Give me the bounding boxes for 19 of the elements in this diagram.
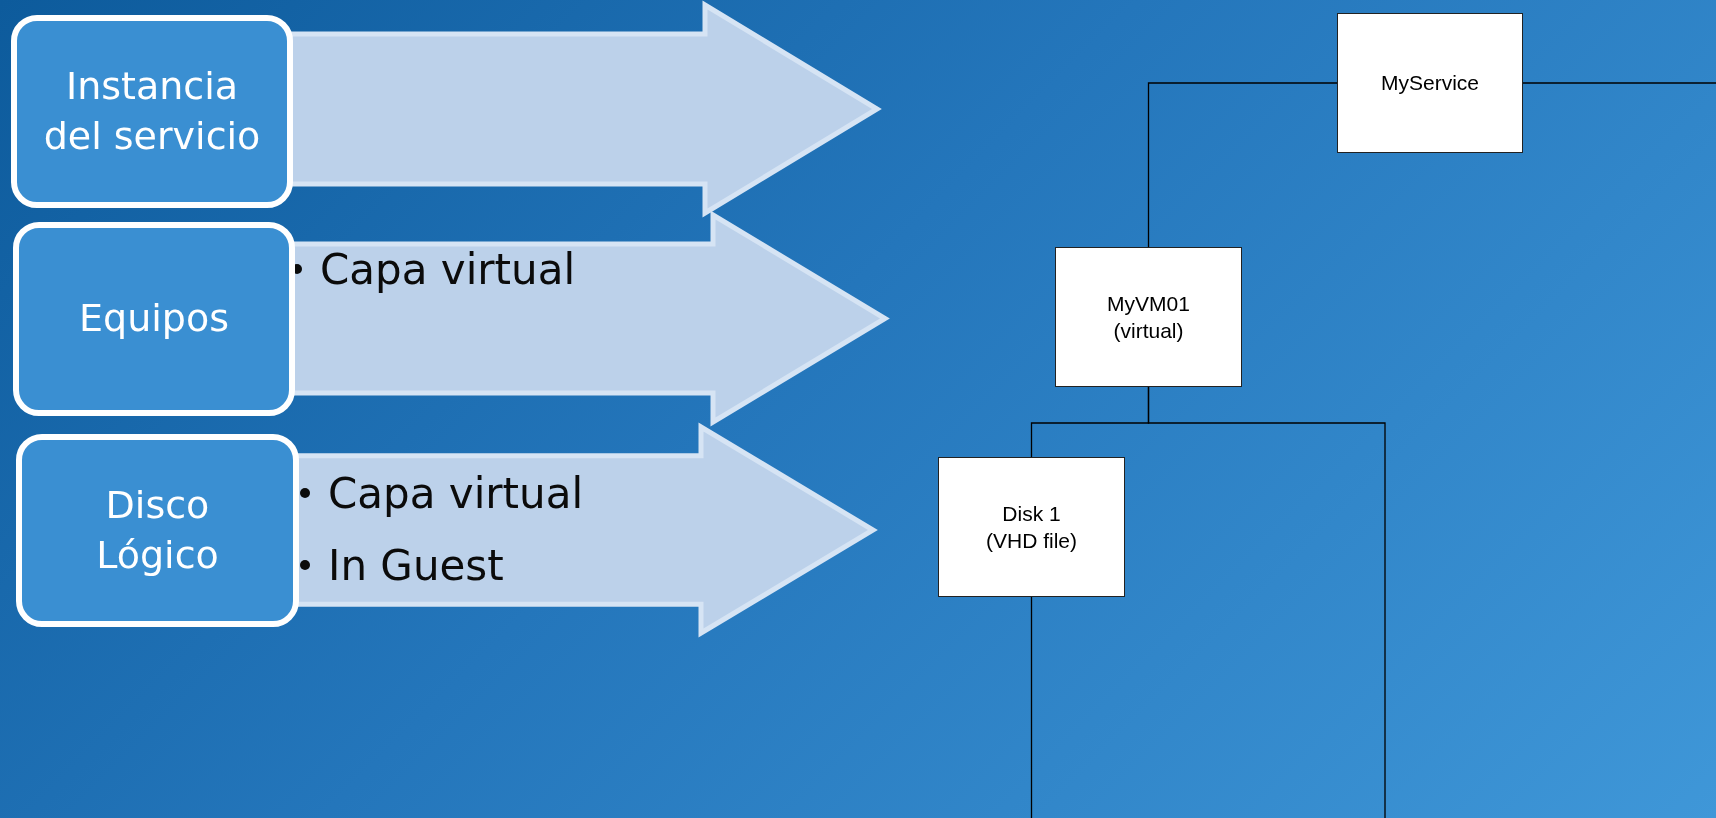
- box-label: Disco Lógico: [95, 482, 220, 579]
- bullet-text: In Guest: [328, 541, 504, 590]
- process-box: [1337, 13, 1523, 153]
- connector-line: [1522, 82, 1716, 84]
- box-label: MyService: [1381, 70, 1479, 97]
- process-box: [938, 457, 1125, 597]
- connector-line: [1147, 82, 1338, 248]
- box-label: Disk 1 (VHD file): [985, 500, 1078, 554]
- connector-line: [1030, 596, 1033, 818]
- rounded-box: [11, 15, 293, 208]
- bullet-text: Capa virtual: [320, 245, 576, 294]
- box-label: MyVM01 (virtual): [1106, 290, 1191, 344]
- rounded-box: [16, 434, 299, 627]
- box-label: Equipos: [79, 295, 229, 343]
- process-box: [1055, 247, 1242, 387]
- connector-line: [1147, 386, 1386, 818]
- bullet-text: Capa virtual: [328, 469, 584, 518]
- box-label: Instancia del servicio: [42, 63, 262, 160]
- rounded-box: [13, 222, 295, 416]
